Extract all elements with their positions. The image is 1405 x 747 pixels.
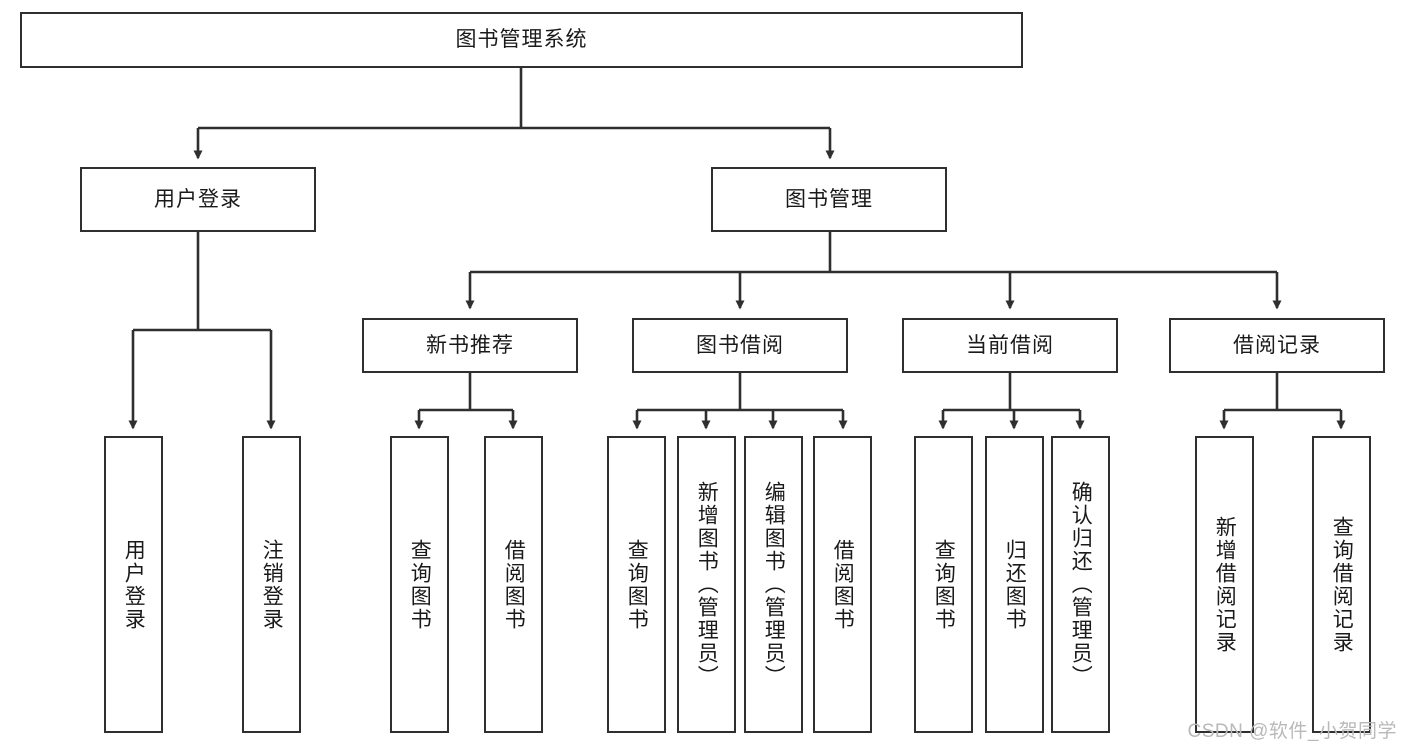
node-borrow-record[interactable]: 借阅记录 — [1169, 318, 1385, 373]
leaf-confirm-return-admin[interactable]: 确认归还（管理员） — [1051, 436, 1110, 733]
leaf-logout[interactable]: 注销登录 — [242, 436, 301, 733]
leaf-label-borrow-book: 借阅图书 — [831, 538, 855, 631]
leaf-recommend-query-book[interactable]: 查询图书 — [390, 436, 449, 733]
node-label-book-management: 图书管理 — [785, 187, 873, 211]
leaf-label-query-borrow-record: 查询借阅记录 — [1330, 515, 1354, 654]
leaf-label-user-login: 用户登录 — [122, 538, 146, 631]
leaf-label-current-query-book: 查询图书 — [932, 538, 956, 631]
node-label-current-borrow: 当前借阅 — [966, 333, 1054, 357]
node-label-new-book-recommend: 新书推荐 — [426, 333, 514, 357]
leaf-label-recommend-borrow-book: 借阅图书 — [502, 538, 526, 631]
leaf-label-return-book: 归还图书 — [1003, 538, 1027, 631]
leaf-query-borrow-record[interactable]: 查询借阅记录 — [1312, 436, 1371, 733]
leaf-add-borrow-record[interactable]: 新增借阅记录 — [1195, 436, 1254, 733]
leaf-label-recommend-query-book: 查询图书 — [408, 538, 432, 631]
leaf-recommend-borrow-book[interactable]: 借阅图书 — [484, 436, 543, 733]
node-label-book-borrow: 图书借阅 — [696, 333, 784, 357]
leaf-label-confirm-return-admin: 确认归还（管理员） — [1069, 481, 1093, 688]
node-new-book-recommend[interactable]: 新书推荐 — [362, 318, 578, 373]
leaf-label-add-borrow-record: 新增借阅记录 — [1213, 515, 1237, 654]
csdn-watermark: CSDN @软件_小贺同学 — [1187, 721, 1397, 742]
leaf-add-book-admin[interactable]: 新增图书（管理员） — [677, 436, 736, 733]
node-label-borrow-record: 借阅记录 — [1233, 333, 1321, 357]
leaf-label-logout: 注销登录 — [260, 538, 284, 631]
node-book-management[interactable]: 图书管理 — [711, 167, 947, 232]
node-book-borrow[interactable]: 图书借阅 — [632, 318, 848, 373]
leaf-label-edit-book-admin: 编辑图书（管理员） — [762, 481, 786, 688]
leaf-return-book[interactable]: 归还图书 — [985, 436, 1044, 733]
leaf-edit-book-admin[interactable]: 编辑图书（管理员） — [744, 436, 803, 733]
leaf-borrow-query-book[interactable]: 查询图书 — [607, 436, 666, 733]
node-root-system[interactable]: 图书管理系统 — [20, 12, 1023, 68]
leaf-label-add-book-admin: 新增图书（管理员） — [695, 481, 719, 688]
leaf-borrow-book[interactable]: 借阅图书 — [813, 436, 872, 733]
node-current-borrow[interactable]: 当前借阅 — [902, 318, 1118, 373]
node-label-user-login: 用户登录 — [154, 187, 242, 211]
node-label-root: 图书管理系统 — [455, 28, 588, 52]
leaf-current-query-book[interactable]: 查询图书 — [914, 436, 973, 733]
node-user-login[interactable]: 用户登录 — [80, 167, 316, 232]
leaf-user-login[interactable]: 用户登录 — [104, 436, 163, 733]
leaf-label-borrow-query-book: 查询图书 — [625, 538, 649, 631]
